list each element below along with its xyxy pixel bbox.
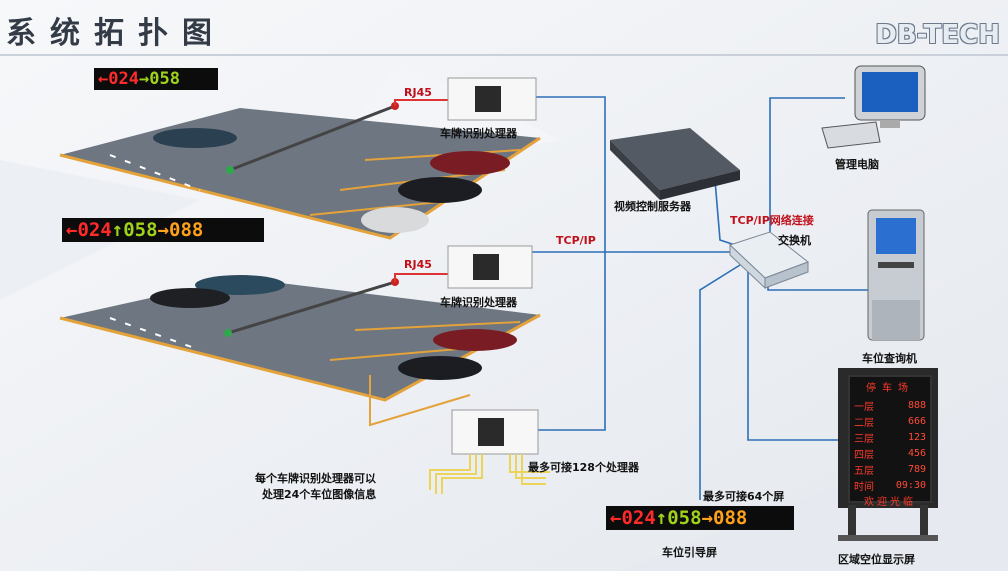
led-count-right: 088: [713, 507, 748, 529]
up-arrow-icon: ↑: [111, 219, 124, 241]
max-screens-label: 最多可接64个屏: [703, 490, 785, 503]
floor-name: 五层: [854, 465, 874, 477]
switch-label: 交换机: [778, 234, 811, 247]
kiosk-label: 车位查询机: [862, 352, 917, 365]
page-title: 系统拓扑图: [6, 16, 226, 51]
area-display-label: 区域空位显示屏: [838, 553, 915, 566]
processor-label: 车牌识别处理器: [440, 127, 517, 140]
led-count-left: 024: [621, 507, 656, 529]
left-arrow-icon: ←: [98, 69, 109, 89]
camera-pole: [229, 104, 396, 172]
camera-pole: [227, 280, 396, 335]
list-item: 四层 456: [854, 445, 926, 461]
led-guide-screen-bottom: ← 024 ↑ 058 → 088: [606, 506, 794, 530]
cable-bundle: [429, 454, 550, 494]
computer-icon: [821, 65, 926, 149]
left-arrow-icon: ←: [66, 219, 78, 241]
left-arrow-icon: ←: [610, 507, 622, 529]
led-count-right: 058: [149, 69, 180, 89]
floor-name: 三层: [854, 433, 874, 445]
floor-name: 二层: [854, 417, 874, 429]
processor-label: 车牌识别处理器: [440, 296, 517, 309]
floor-count: 456: [907, 447, 926, 459]
floor-count: 789: [907, 463, 926, 475]
floor-name: 时间: [854, 481, 874, 493]
led-count-left: 024: [77, 219, 112, 241]
server-icon: [610, 128, 740, 200]
processor-box: [447, 245, 533, 289]
rj45-label: RJ45: [404, 258, 432, 271]
list-item: 二层 666: [854, 413, 926, 429]
led-count-right: 088: [169, 219, 204, 241]
right-arrow-icon: →: [701, 507, 714, 529]
car-icon: [153, 128, 510, 233]
led-count-left: 024: [108, 69, 139, 89]
switch-icon: [729, 231, 810, 290]
right-arrow-icon: →: [138, 69, 150, 89]
led-count-straight: 058: [123, 219, 158, 241]
mgmt-pc-label: 管理电脑: [835, 158, 879, 171]
tcpip-label: TCP/IP: [556, 234, 596, 247]
list-item: 三层 123: [854, 429, 926, 445]
rj45-label: RJ45: [404, 86, 432, 99]
guide-screen-label: 车位引导屏: [662, 546, 717, 559]
header-divider: [0, 54, 1008, 56]
tcpip-network-label: TCP/IP网络连接: [730, 214, 814, 227]
floor-count: 123: [907, 431, 926, 443]
floor-count: 666: [907, 415, 926, 427]
led-guide-screen-top: ← 024 → 058: [94, 68, 218, 90]
processor-box: [451, 409, 539, 455]
right-arrow-icon: →: [157, 219, 170, 241]
floor-name: 一层: [854, 401, 874, 413]
processor-box: [447, 77, 537, 121]
rj45-cable: [394, 273, 448, 282]
area-display-panel: 停车场 一层 888 二层 666 三层 123 四层 456 五层 789 时间 09:3…: [848, 375, 932, 508]
list-item: 五层 789: [854, 461, 926, 477]
up-arrow-icon: ↑: [655, 507, 668, 529]
rj45-cable: [394, 99, 448, 106]
led-guide-screen-mid: ← 024 ↑ 058 → 088: [62, 218, 264, 242]
floor-name: 四层: [854, 449, 874, 461]
kiosk-icon: [867, 209, 925, 341]
max-processors-label: 最多可接128个处理器: [528, 461, 639, 474]
area-panel-header: 停车场: [866, 383, 914, 394]
list-item: 时间 09:30: [854, 477, 926, 493]
note-line-1: 每个车牌识别处理器可以: [255, 472, 376, 485]
floor-count: 888: [907, 399, 926, 411]
floor-count: 09:30: [895, 479, 926, 491]
brand-logo: DB-TECH: [875, 20, 1000, 50]
video-server-label: 视频控制服务器: [614, 200, 691, 213]
note-line-2: 处理24个车位图像信息: [262, 488, 377, 501]
car-icon: [150, 275, 517, 380]
list-item: 一层 888: [854, 397, 926, 413]
led-count-straight: 058: [667, 507, 702, 529]
area-panel-footer: 欢迎光临: [864, 497, 916, 508]
